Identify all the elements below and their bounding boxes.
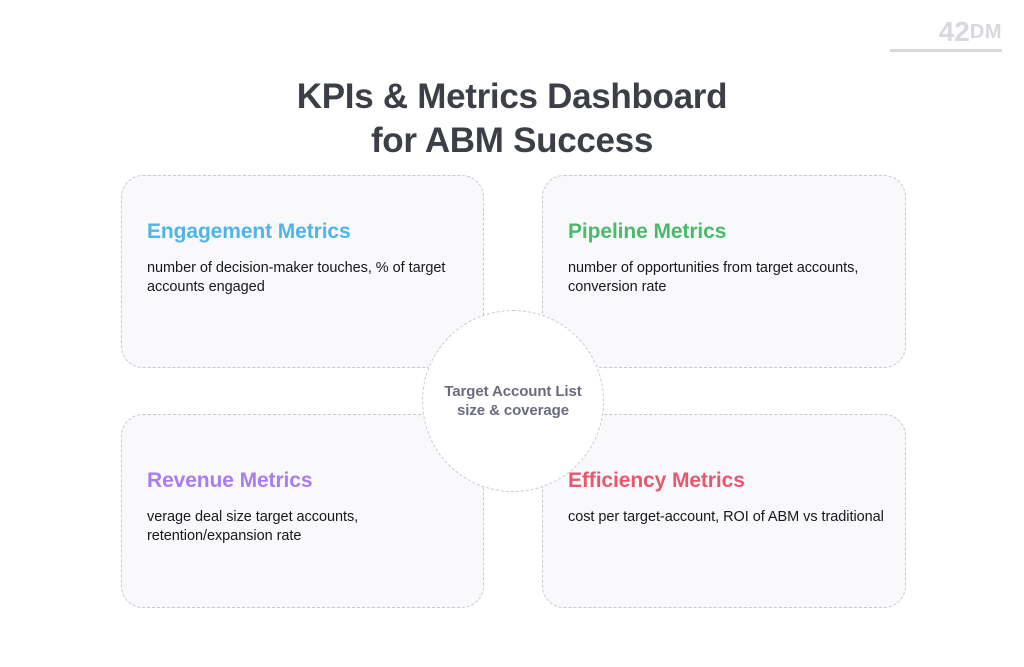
- metric-card-efficiency[interactable]: Efficiency Metrics cost per target-accou…: [542, 414, 906, 608]
- metric-card-engagement[interactable]: Engagement Metrics number of decision-ma…: [121, 175, 484, 368]
- center-hub-label: Target Account List size & coverage: [444, 382, 582, 420]
- page-title-line-1: KPIs & Metrics Dashboard: [296, 77, 728, 117]
- metric-card-content: Efficiency Metrics cost per target-accou…: [568, 468, 885, 527]
- metric-card-description: verage deal size target accounts, retent…: [147, 509, 359, 544]
- metric-card-title: Revenue Metrics: [147, 469, 313, 492]
- logo-number: 42: [938, 16, 970, 47]
- metric-card-description: cost per target-account, ROI of ABM vs t…: [568, 509, 884, 525]
- brand-logo: 42DM: [890, 18, 1002, 52]
- metric-card-title: Engagement Metrics: [147, 220, 351, 243]
- logo-letters: DM: [969, 21, 1002, 43]
- metric-card-description: number of opportunities from target acco…: [568, 260, 859, 295]
- metric-card-revenue[interactable]: Revenue Metrics verage deal size target …: [121, 414, 484, 608]
- center-hub-circle[interactable]: Target Account List size & coverage: [422, 310, 604, 492]
- page-title: KPIs & Metrics Dashboard for ABM Success: [0, 75, 1024, 163]
- metric-card-title: Pipeline Metrics: [568, 220, 727, 243]
- page-title-line-2: for ABM Success: [370, 121, 654, 161]
- logo-wordmark: 42DM: [890, 18, 1002, 46]
- logo-underline-rule: [890, 49, 1002, 52]
- metric-card-content: Revenue Metrics verage deal size target …: [147, 468, 463, 545]
- metric-card-description: number of decision-maker touches, % of t…: [147, 260, 446, 295]
- metric-card-title: Efficiency Metrics: [568, 469, 745, 492]
- metric-card-pipeline[interactable]: Pipeline Metrics number of opportunities…: [542, 175, 906, 368]
- metric-card-content: Engagement Metrics number of decision-ma…: [147, 219, 463, 296]
- metric-card-content: Pipeline Metrics number of opportunities…: [568, 219, 885, 296]
